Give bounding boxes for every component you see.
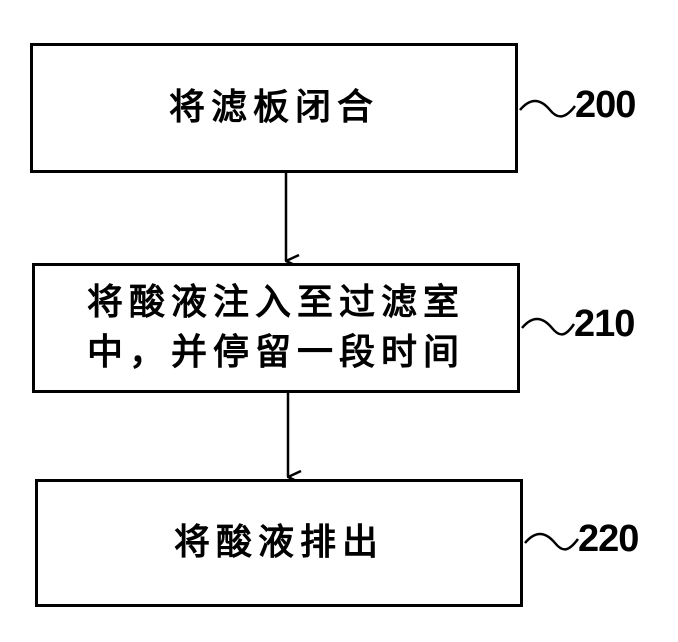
step-box-200: 将滤板闭合	[30, 43, 518, 173]
reference-numeral-220: 220	[578, 518, 639, 560]
leader-line-220	[524, 532, 579, 551]
reference-numeral-210: 210	[574, 303, 635, 345]
reference-numeral-200: 200	[575, 84, 636, 126]
step-210-text-line-1: 将酸液注入至过滤室	[86, 281, 465, 323]
step-210-text-line-2: 中，并停留一段时间	[86, 332, 465, 373]
step-box-220: 将酸液排出	[35, 479, 523, 607]
leader-line-200	[519, 99, 576, 118]
step-220-text: 将酸液排出	[173, 521, 384, 563]
step-box-210: 将酸液注入至过滤室 中，并停留一段时间	[32, 263, 520, 393]
leader-line-210	[521, 317, 576, 336]
step-200-text: 将滤板闭合	[168, 86, 379, 128]
